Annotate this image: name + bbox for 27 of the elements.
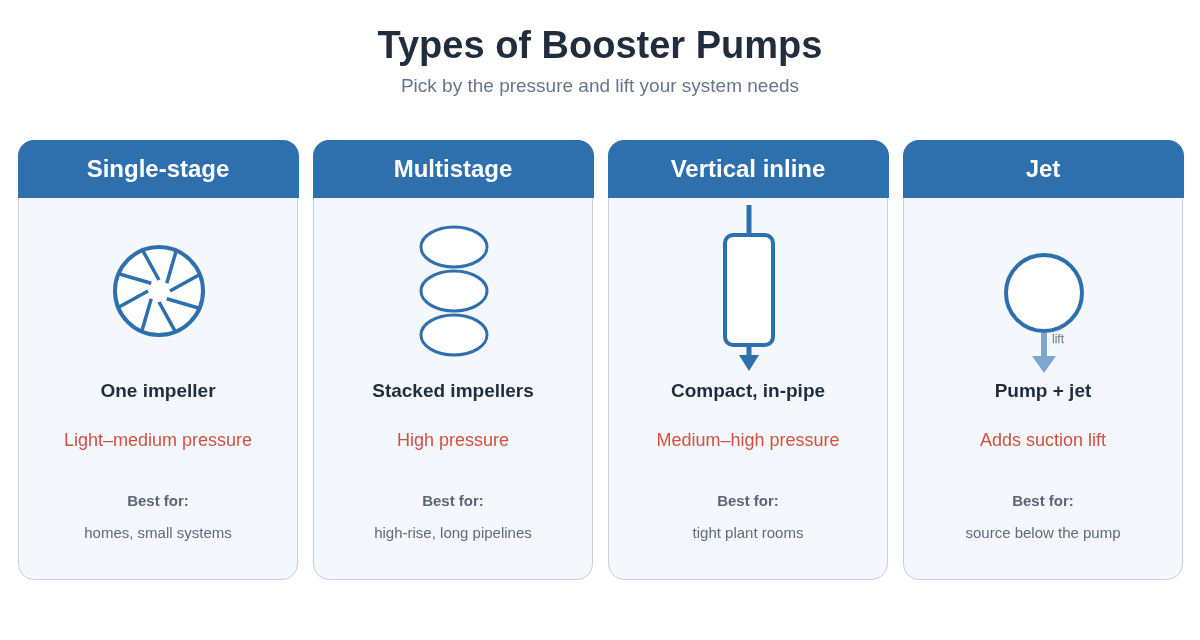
use-case-text: source below the pump (965, 524, 1121, 541)
card-subtitle: Pump + jet (994, 380, 1092, 402)
pump-card (903, 140, 1183, 580)
card-header: Vertical inline (607, 139, 889, 198)
use-case-text: tight plant rooms (692, 524, 804, 541)
card-subtitle: Stacked impellers (372, 380, 534, 402)
diagram-title: Types of Booster Pumps (377, 24, 823, 67)
card-subtitle: Compact, in-pipe (670, 380, 826, 402)
best-for-heading: Best for: (717, 492, 779, 509)
pump-card (313, 140, 593, 580)
use-case-text: homes, small systems (84, 524, 232, 541)
pressure-rating: Light–medium pressure (63, 430, 253, 451)
card-header: Single-stage (17, 139, 299, 198)
diagram-subtitle: Pick by the pressure and lift your system needs (400, 75, 800, 97)
best-for-heading: Best for: (1012, 492, 1074, 509)
card-header: Jet (902, 139, 1184, 198)
pressure-rating: Medium–high pressure (656, 430, 840, 451)
direction-label: lift (1052, 332, 1064, 346)
card-subtitle: One impeller (100, 380, 216, 402)
pump-card (608, 140, 888, 580)
best-for-heading: Best for: (422, 492, 484, 509)
card-header: Multistage (312, 139, 594, 198)
pump-card (18, 140, 298, 580)
pressure-rating: Adds suction lift (979, 430, 1107, 451)
pressure-rating: High pressure (396, 430, 510, 451)
use-case-text: high-rise, long pipelines (374, 524, 532, 541)
best-for-heading: Best for: (127, 492, 189, 509)
